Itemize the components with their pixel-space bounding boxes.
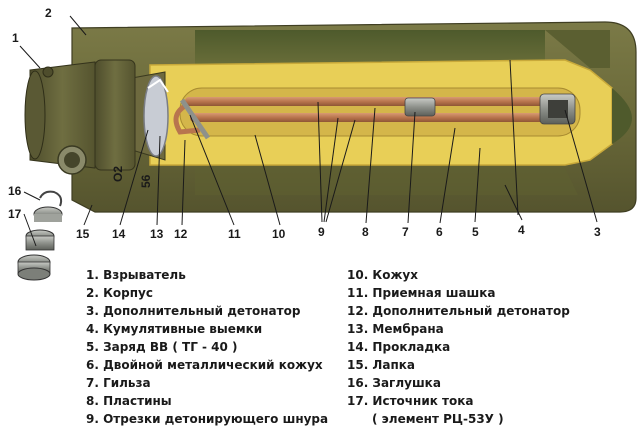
legend-item-5: 5. Заряд ВВ ( ТГ - 40 ) bbox=[86, 340, 238, 354]
legend-item-14: 14. Прокладка bbox=[347, 340, 451, 354]
legend-item-9: 9. Отрезки детонирующего шнура bbox=[86, 412, 329, 426]
callout-1: 1 bbox=[12, 31, 19, 45]
callout-5: 5 bbox=[472, 225, 479, 239]
legend-item-16: 16. Заглушка bbox=[347, 376, 441, 390]
body-marking: О2 bbox=[111, 166, 125, 182]
body-marking-2: 56 bbox=[139, 174, 153, 188]
legend-item-13: 13. Мембрана bbox=[347, 322, 444, 336]
fuze-assembly bbox=[24, 59, 169, 175]
legend-item-17: 17. Источник тока bbox=[347, 394, 474, 408]
legend-item-1: 1. Взрыватель bbox=[86, 268, 186, 282]
legend-item-7: 7. Гильза bbox=[86, 376, 151, 390]
callout-4: 4 bbox=[518, 223, 525, 237]
callout-6: 6 bbox=[436, 225, 443, 239]
legend-item-15: 15. Лапка bbox=[347, 358, 416, 372]
callout-11: 11 bbox=[228, 227, 241, 241]
legend-item-6: 6. Двойной металлический кожух bbox=[86, 358, 323, 372]
legend-item-3: 3. Дополнительный детонатор bbox=[86, 304, 301, 318]
legend-item-10: 10. Кожух bbox=[347, 268, 418, 282]
cap-and-power-source bbox=[17, 190, 63, 281]
legend-item-8: 8. Пластины bbox=[86, 394, 172, 408]
callout-9: 9 bbox=[318, 225, 325, 239]
legend-item-2: 2. Корпус bbox=[86, 286, 153, 300]
callout-12: 12 bbox=[174, 227, 188, 241]
callout-8: 8 bbox=[362, 225, 369, 239]
legend-item-11: 11. Приемная шашка bbox=[347, 286, 496, 300]
legend-item-17-note: ( элемент РЦ-53У ) bbox=[372, 412, 504, 426]
leader-lines bbox=[19, 15, 598, 247]
callout-3: 3 bbox=[594, 225, 601, 239]
callout-17: 17 bbox=[8, 207, 22, 221]
callout-10: 10 bbox=[272, 227, 286, 241]
callout-13: 13 bbox=[150, 227, 164, 241]
legend-item-12: 12. Дополнительный детонатор bbox=[347, 304, 570, 318]
callout-16: 16 bbox=[8, 184, 22, 198]
callout-numbers: 1 2 3 4 5 6 7 8 9 10 11 12 13 14 15 16 1… bbox=[8, 6, 601, 241]
callout-2: 2 bbox=[45, 6, 52, 20]
legend-item-4: 4. Кумулятивные выемки bbox=[86, 322, 263, 336]
additional-detonator bbox=[404, 93, 576, 125]
callout-7: 7 bbox=[402, 225, 409, 239]
detonating-cord-tubes bbox=[173, 97, 565, 140]
callout-15: 15 bbox=[76, 227, 90, 241]
callout-14: 14 bbox=[112, 227, 126, 241]
